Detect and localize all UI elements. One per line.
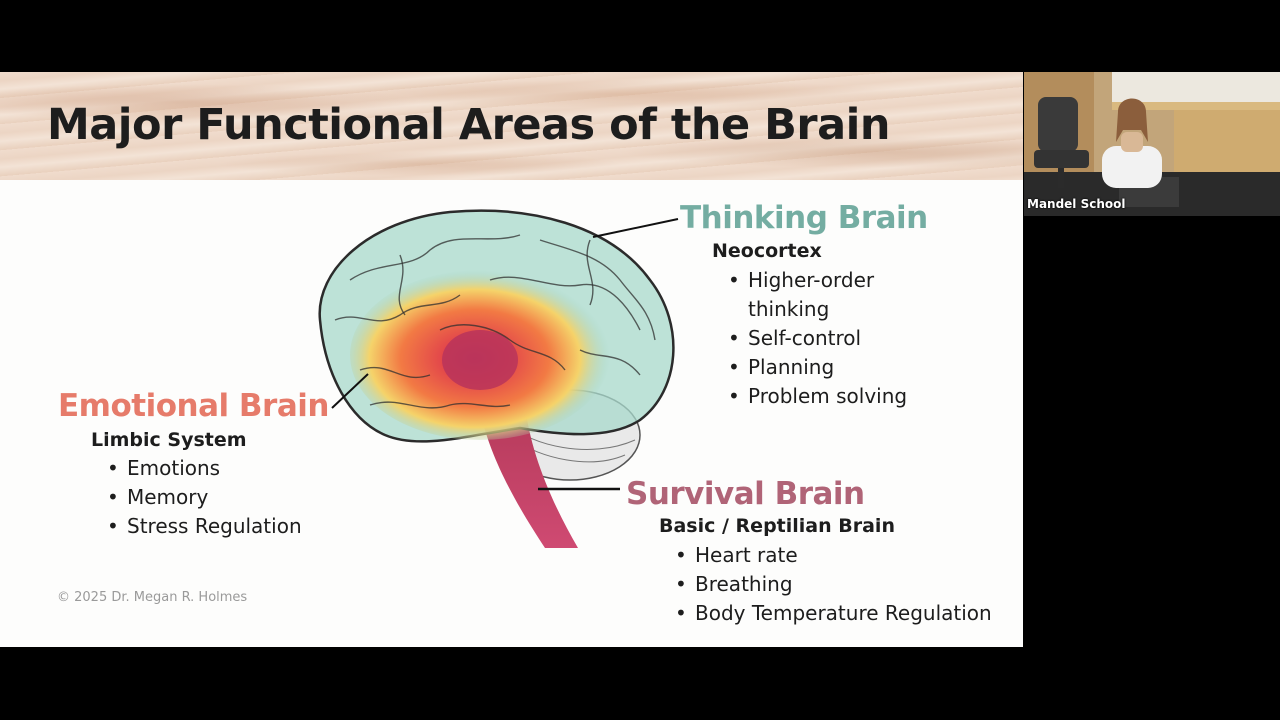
survival-brain-list: Heart rate Breathing Body Temperature Re… [675, 541, 992, 628]
list-item: Stress Regulation [107, 512, 302, 541]
list-item: Problem solving [728, 382, 928, 411]
list-item: Breathing [675, 570, 992, 599]
list-item: Emotions [107, 454, 302, 483]
thinking-brain-heading: Thinking Brain [680, 200, 928, 236]
speaker-video-tile[interactable]: Mandel School [1024, 72, 1280, 216]
list-item: Memory [107, 483, 302, 512]
list-item: Planning [728, 353, 928, 382]
list-item: Higher-order thinking [728, 266, 928, 324]
reptilian-brain-subheading: Basic / Reptilian Brain [659, 515, 895, 537]
presentation-slide: Major Functional Areas of the Brain [0, 72, 1023, 647]
limbic-system-subheading: Limbic System [91, 429, 247, 451]
survival-brain-heading: Survival Brain [626, 476, 865, 512]
speaker-video-image [1024, 72, 1280, 216]
brain-illustration [318, 209, 675, 548]
speaker-name-caption: Mandel School [1027, 197, 1126, 211]
list-item: Body Temperature Regulation [675, 599, 992, 628]
title-banner [0, 72, 1023, 180]
copyright-notice: © 2025 Dr. Megan R. Holmes [57, 590, 248, 605]
neocortex-subheading: Neocortex [712, 240, 822, 262]
slide-title: Major Functional Areas of the Brain [47, 100, 890, 150]
list-item: Heart rate [675, 541, 992, 570]
list-item: Self-control [728, 324, 928, 353]
thinking-brain-list: Higher-order thinking Self-control Plann… [728, 266, 928, 411]
emotional-brain-heading: Emotional Brain [58, 388, 329, 424]
emotional-brain-list: Emotions Memory Stress Regulation [107, 454, 302, 541]
